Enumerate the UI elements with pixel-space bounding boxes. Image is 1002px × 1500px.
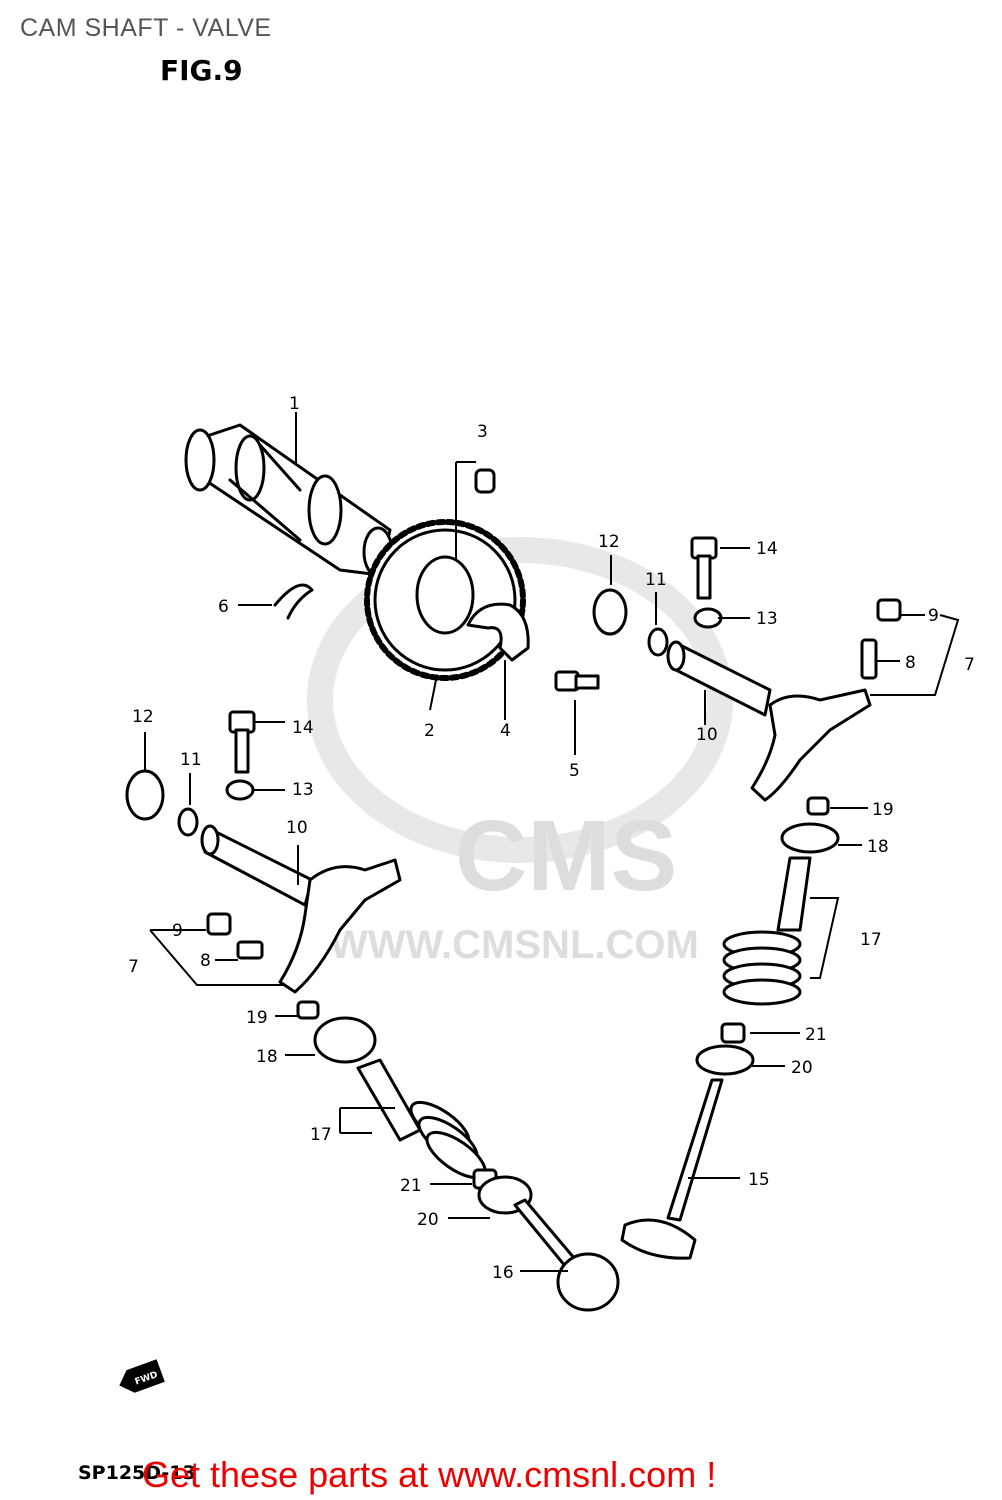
callout-8-right: 8 — [905, 653, 916, 673]
callout-11-left: 11 — [180, 750, 202, 770]
callout-3: 3 — [477, 422, 488, 442]
watermark-brand: CMS — [455, 800, 677, 912]
figure-label: FIG.9 — [160, 54, 243, 87]
callout-19-right: 19 — [872, 800, 894, 820]
callouts: 1 2 3 4 5 6 12 11 14 13 10 9 8 7 19 18 1… — [128, 394, 975, 1283]
spring-17-left — [356, 1058, 487, 1180]
callout-18-right: 18 — [867, 837, 889, 857]
callout-8-left: 8 — [200, 951, 211, 971]
callout-14-left: 14 — [292, 718, 314, 738]
pin-part — [474, 468, 496, 494]
bolt-5-part — [554, 670, 600, 692]
spring-17-right — [722, 856, 812, 1006]
callout-10-left: 10 — [286, 818, 308, 838]
callout-20-right: 20 — [791, 1058, 813, 1078]
callout-11-right: 11 — [645, 570, 667, 590]
callout-21-right: 21 — [805, 1025, 827, 1045]
diagram-code: SP125D-13 — [78, 1462, 196, 1484]
cotter-19-right — [806, 796, 830, 816]
footer-link[interactable]: Get these parts at www.cmsnl.com ! — [142, 1454, 717, 1495]
cotter-19-left — [296, 1000, 320, 1020]
nut-9-left — [206, 912, 232, 936]
retainer-18-left — [313, 1016, 377, 1064]
callout-1: 1 — [289, 394, 300, 414]
callout-17-left: 17 — [310, 1125, 332, 1145]
callout-10-right: 10 — [696, 725, 718, 745]
callout-13-right: 13 — [756, 609, 778, 629]
callout-5: 5 — [569, 761, 580, 781]
washer-13-right — [693, 607, 723, 629]
rocker-arm-7-left — [278, 858, 402, 994]
diagram-title: CAM SHAFT - VALVE — [20, 14, 272, 42]
callout-2: 2 — [424, 721, 435, 741]
washer-12-left — [125, 769, 165, 821]
callout-20-left: 20 — [417, 1210, 439, 1230]
washer-12-right — [592, 588, 628, 636]
callout-15: 15 — [748, 1170, 770, 1190]
valve-15-exhaust — [620, 1078, 724, 1260]
seal-21-right — [720, 1022, 746, 1044]
rocker-shaft-10-right — [666, 640, 772, 717]
callout-17-right: 17 — [860, 930, 882, 950]
callout-21-left: 21 — [400, 1176, 422, 1196]
bolt-14-right — [690, 536, 718, 600]
adjuster-8-right — [860, 638, 878, 680]
seat-20-right — [695, 1044, 755, 1076]
callout-7-left: 7 — [128, 957, 139, 977]
callout-16: 16 — [492, 1263, 514, 1283]
washer-13-left — [225, 779, 255, 801]
callout-6: 6 — [218, 597, 229, 617]
sprocket-part — [364, 519, 526, 681]
bolt-14-left — [228, 710, 256, 774]
oring-11-left — [177, 807, 199, 837]
callout-7-right: 7 — [964, 655, 975, 675]
watermark-mascot — [307, 537, 733, 863]
retainer-18-right — [780, 822, 840, 854]
oring-11-right — [647, 627, 669, 657]
callout-9-left: 9 — [172, 921, 183, 941]
watermark-url: WWW.CMSNL.COM — [330, 923, 699, 967]
callout-12-right: 12 — [598, 532, 620, 552]
nut-9-right — [876, 598, 902, 622]
callout-13-left: 13 — [292, 780, 314, 800]
callout-12-left: 12 — [132, 707, 154, 727]
leader-lines — [144, 412, 960, 1272]
adjuster-8-left — [236, 940, 264, 960]
valve-16-intake — [513, 1198, 620, 1312]
fwd-arrow-icon: FWD — [119, 1359, 165, 1393]
callout-19-left: 19 — [246, 1008, 268, 1028]
callout-4: 4 — [500, 721, 511, 741]
watermark: CMS WWW.CMSNL.COM — [307, 537, 733, 967]
camshaft-part — [184, 423, 394, 578]
callout-14-right: 14 — [756, 539, 778, 559]
callout-18-left: 18 — [256, 1047, 278, 1067]
clip-part — [273, 583, 314, 620]
rocker-arm-7-right — [750, 688, 872, 802]
bracket-part — [466, 602, 530, 662]
callout-9-right: 9 — [928, 606, 939, 626]
